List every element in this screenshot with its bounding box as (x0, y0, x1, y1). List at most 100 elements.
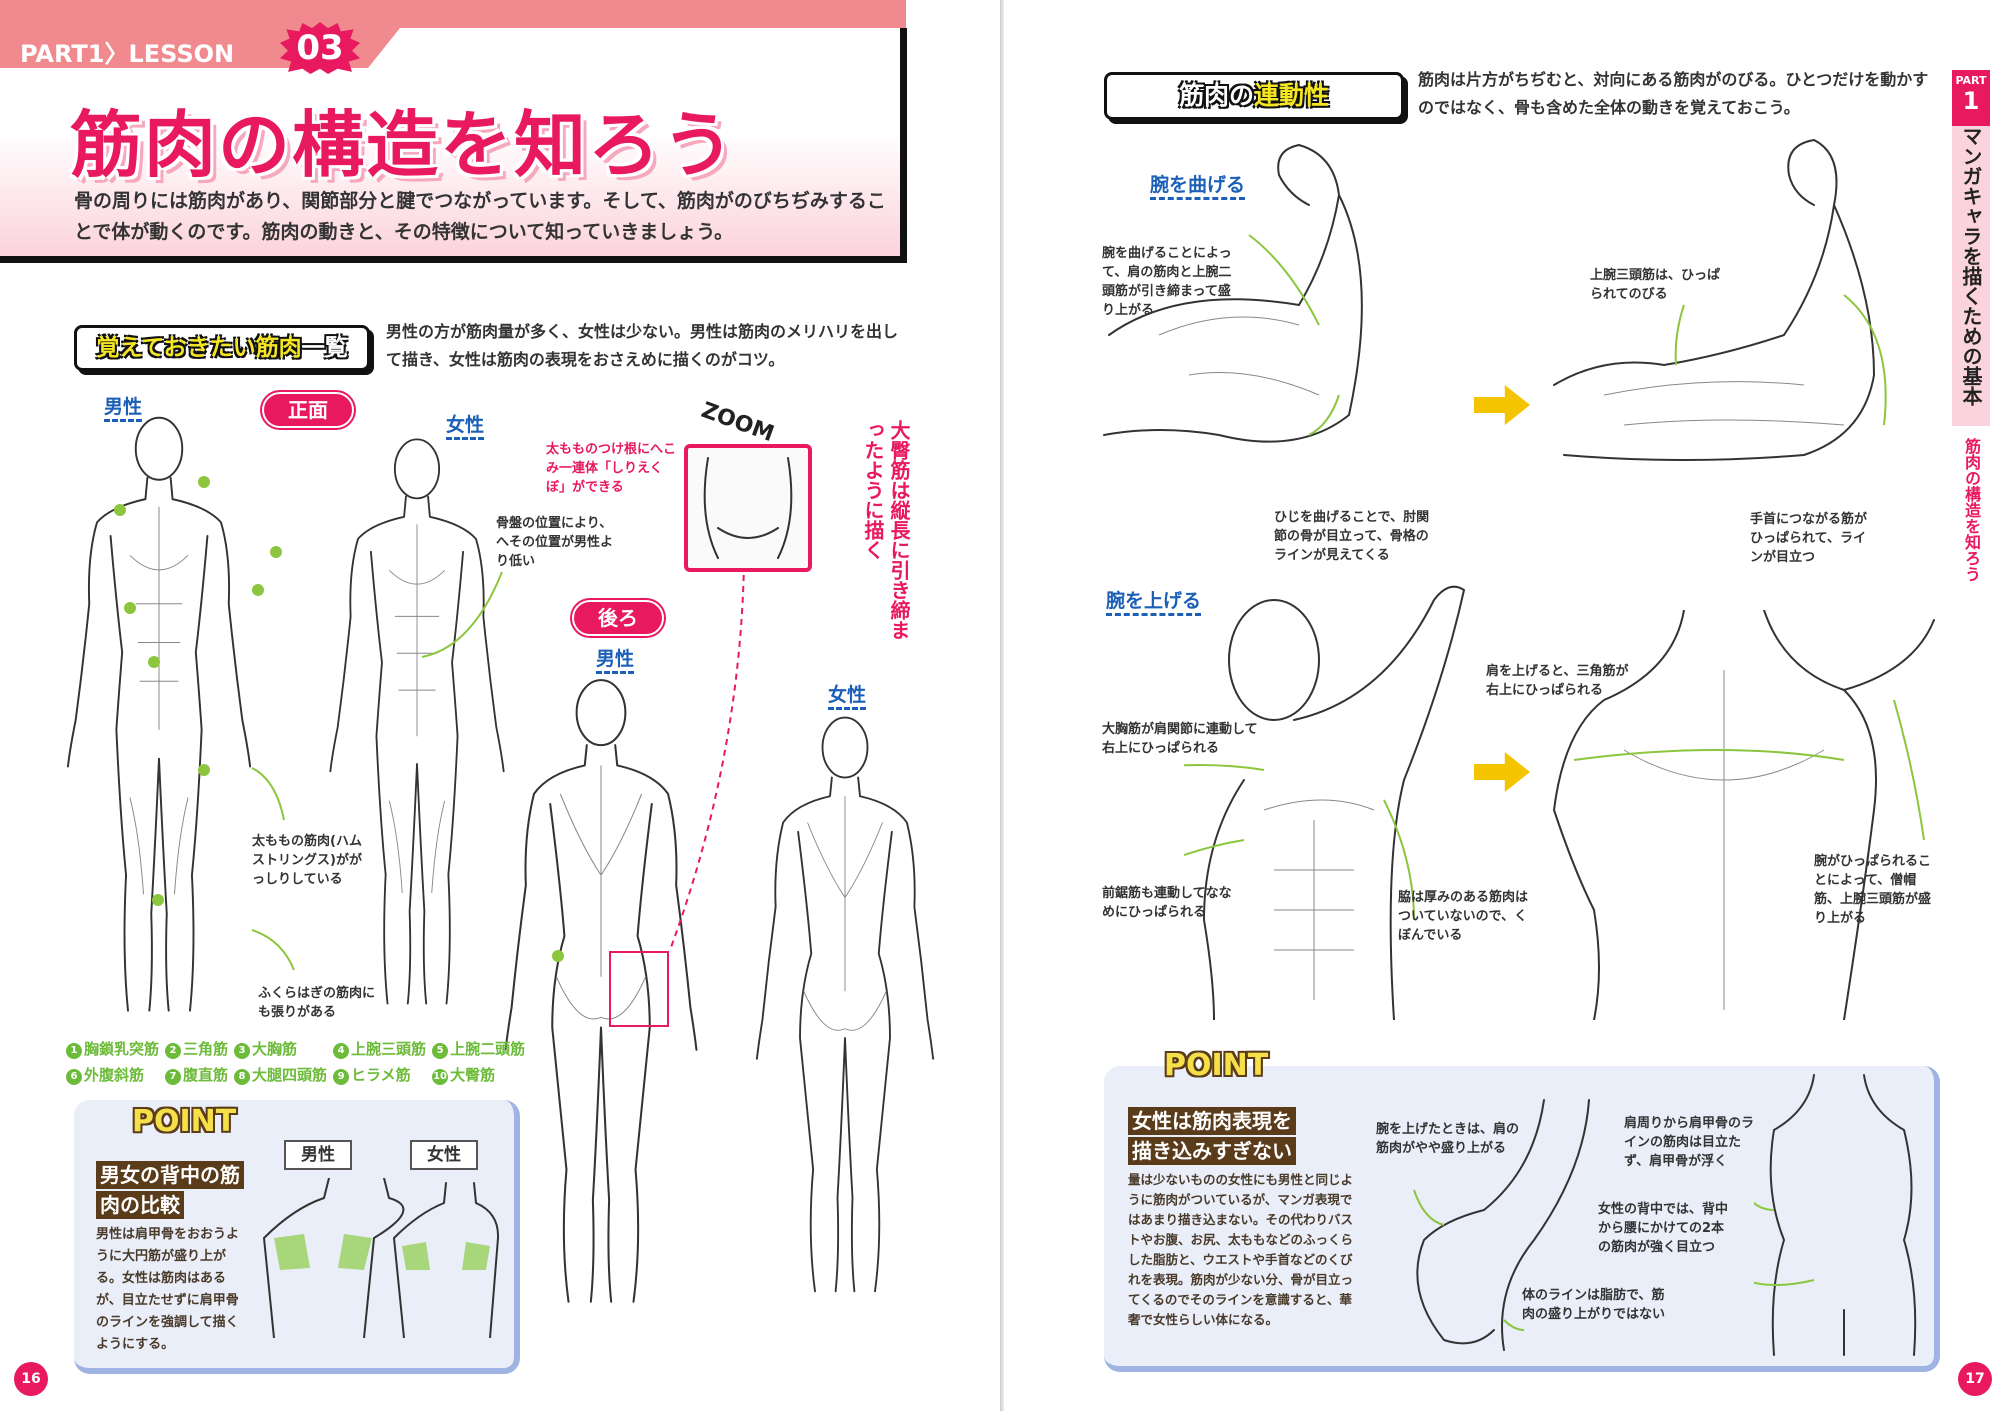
breadcrumb-lesson: LESSON (128, 40, 235, 68)
side-tab-lesson: 筋肉の構造を知ろう (1962, 438, 1981, 582)
muscle-number-badge: 2 (165, 1043, 182, 1059)
note-point-body-line: 体のラインは脂肪で、筋肉の盛り上がりではない (1522, 1288, 1666, 1322)
point-heading-text: 女性は筋肉表現を描き込みすぎない (1128, 1107, 1296, 1165)
lead-text: 骨の周りには筋肉があり、関節部分と腱でつながっています。そして、筋肉がのびちぢみ… (74, 190, 886, 243)
arrow-right-icon (1474, 385, 1530, 425)
back-male-label: 男性 (596, 644, 635, 674)
note-point-scapula: 肩周りから肩甲骨のラインの筋肉は目立たず、肩甲骨が浮く (1624, 1116, 1755, 1169)
point-box-female-muscle (1104, 1066, 1940, 1372)
point-body: 量は少ないものの女性にも男性と同じように筋肉がついているが、マンガ表現ではあまり… (1128, 1172, 1354, 1327)
note-raise-armpit: 脇は厚みのある筋肉はついていないので、くぼんでいる (1398, 890, 1529, 943)
back-comparison-drawings (263, 1178, 500, 1338)
muscle-number-badge: 9 (333, 1069, 350, 1085)
page-title: 筋肉の構造を知ろう (70, 103, 737, 187)
section-label-text-2: 一覧 (301, 335, 348, 361)
muscle-name: 大胸筋 (252, 1040, 298, 1058)
muscle-number-badge: 6 (66, 1069, 82, 1085)
bend-heading: 腕を曲げる (1150, 170, 1246, 200)
side-tab-part: PART 1 (1952, 70, 1990, 126)
section-label-text: 覚えておきたい筋肉 (96, 335, 302, 361)
back-pill: 後ろ (572, 600, 664, 636)
note-point-back: 女性の背中では、背中から腰にかけての2本の筋肉が強く目立つ (1598, 1202, 1729, 1255)
note-dimple: 太もものつけ根にへこみ一連体「しりえくぼ」ができる (546, 442, 677, 495)
tag-male: 男性 (284, 1140, 352, 1170)
muscle-name: 胸鎖乳突筋 (84, 1040, 160, 1058)
muscle-markers (114, 476, 282, 906)
side-tab-part-number: 1 (1962, 87, 1980, 115)
muscle-name: 上腕二頭筋 (450, 1040, 526, 1058)
header-band (0, 0, 906, 28)
muscle-name: 上腕三頭筋 (351, 1040, 427, 1058)
note-raise-pectoral: 大胸筋が肩関節に連動して右上にひっぱられる (1102, 722, 1258, 756)
note-bend-triceps: 上腕三頭筋は、ひっぱられてのびる (1590, 268, 1721, 302)
arm-bent-flexed-drawing (1553, 139, 1887, 461)
right-page: 筋肉の連動性 筋肉は片方がちぢむと、対向にある筋肉がのびる。ひとつだけを動かすの… (1004, 0, 2000, 1411)
tag-female: 女性 (410, 1140, 478, 1170)
note-calf: ふくらはぎの筋肉にも張りがある (258, 986, 376, 1020)
note-gluteus-vertical: 大臀筋は縦長に引き締まったように描く (861, 420, 911, 640)
section-label-text-2: 連動性 (1254, 81, 1330, 110)
zoom-inset (684, 444, 812, 572)
front-female-label: 女性 (446, 410, 485, 440)
muscle-name: ヒラメ筋 (351, 1066, 411, 1084)
note-raise-deltoid: 肩を上げると、三角筋が右上にひっぱられる (1486, 664, 1629, 698)
muscle-number-badge: 4 (333, 1043, 350, 1059)
section-description: 筋肉は片方がちぢむと、対向にある筋肉がのびる。ひとつだけを動かすのではなく、骨も… (1418, 70, 1929, 117)
point-label: POINT (1164, 1048, 1269, 1083)
note-bend-wrist: 手首につながる筋がひっぱられて、ラインが目立つ (1750, 512, 1868, 565)
muscle-name: 腹直筋 (183, 1066, 229, 1084)
muscle-name: 大腿四頭筋 (252, 1066, 328, 1084)
note-point-shoulder: 腕を上げたときは、肩の筋肉がやや盛り上がる (1376, 1122, 1520, 1156)
point-heading-text: 男女の背中の筋肉の比較 (96, 1161, 244, 1219)
note-raise-serratus: 前鋸筋も連動してななめにひっぱられる (1102, 886, 1232, 920)
front-pill: 正面 (262, 392, 354, 428)
note-navel: 骨盤の位置により、へその位置が男性より低い (496, 516, 614, 569)
section-label-linkage: 筋肉の連動性 (1104, 72, 1404, 120)
page-number-left: 16 (14, 1362, 48, 1396)
muscle-number-badge: 5 (432, 1043, 449, 1059)
muscle-number-badge: 3 (234, 1043, 251, 1059)
back-arm-raised-drawing (1553, 610, 1935, 1020)
muscle-name: 外腹斜筋 (84, 1066, 145, 1084)
breadcrumb: PART1〉LESSON (20, 34, 234, 69)
section-description: 男性の方が筋肉量が多く、女性は少ない。男性は筋肉のメリハリを出して描き、女性は筋… (386, 322, 899, 369)
lesson-number-burst: 03 (280, 22, 360, 74)
female-front-figure (329, 438, 505, 1005)
section-label-text: 筋肉の (1178, 81, 1254, 110)
point-label: POINT (132, 1104, 237, 1139)
arm-bent-drawing (1103, 144, 1363, 443)
point-heading: 女性は筋肉表現を描き込みすぎない (1128, 1106, 1298, 1166)
page-number-right: 17 (1958, 1362, 1992, 1396)
left-page: PART1〉LESSON 03 筋肉の構造を知ろう 骨の周りには筋肉があり、関節… (0, 0, 935, 1396)
male-back-figure (504, 678, 698, 1304)
female-back-drawing (1754, 1074, 1917, 1356)
side-tab-chapter: マンガキャラを描くための基本 (1952, 126, 1990, 426)
note-hamstrings: 太ももの筋肉(ハムストリングス)ががっしりしている (252, 834, 362, 887)
muscle-name: 三角筋 (183, 1040, 229, 1058)
muscle-number-badge: 10 (432, 1069, 449, 1085)
breadcrumb-part: PART1 (20, 40, 105, 68)
female-arm-raised-drawing (1413, 1099, 1590, 1351)
back-female-label: 女性 (828, 680, 867, 710)
side-tab-part-label: PART (1955, 74, 1987, 87)
note-raise-back: 腕がひっぱられることによって、僧帽筋、上腕三頭筋が盛り上がる (1814, 854, 1932, 926)
zoom-label: ZOOM (697, 397, 778, 448)
female-back-figure (755, 716, 935, 1293)
raise-heading: 腕を上げる (1106, 586, 1202, 616)
front-male-label: 男性 (104, 392, 143, 422)
muscle-number-badge: 1 (66, 1043, 82, 1059)
point-heading: 男女の背中の筋肉の比較 (96, 1160, 246, 1220)
section-label-muscle-list: 覚えておきたい筋肉一覧 (74, 325, 370, 371)
zoom-inset-drawing (703, 457, 793, 559)
torso-arm-raised-drawing (1184, 585, 1465, 1020)
